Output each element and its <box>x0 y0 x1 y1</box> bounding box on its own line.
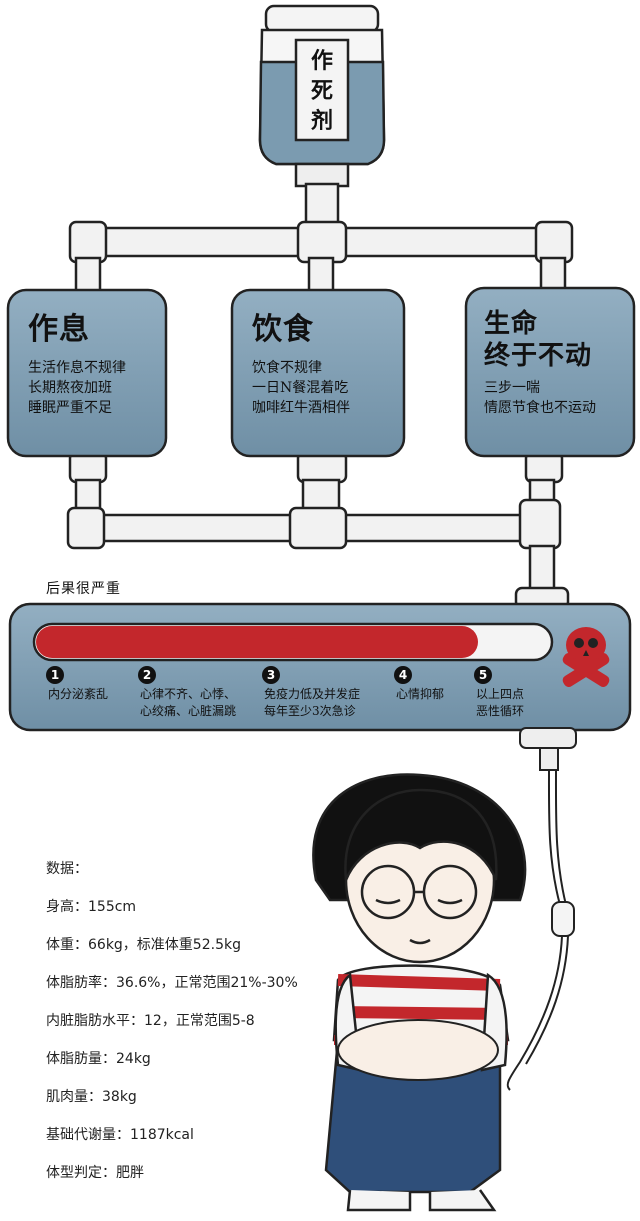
box-exercise: 生命 终于不动 三步一喘 情愿节食也不运动 <box>484 308 596 418</box>
iv-tube <box>506 727 577 1091</box>
box-line: 咖啡红牛酒相伴 <box>252 400 350 416</box>
step-text: 恶性循环 <box>476 704 525 718</box>
stat-line: 数据： <box>46 861 88 877</box>
bottle-char: 死 <box>310 78 333 104</box>
step-number: 1 <box>46 666 64 684</box>
bottle-char: 剂 <box>310 108 333 134</box>
bottle-char: 作 <box>310 48 333 74</box>
stat-line: 基础代谢量：1187kcal <box>46 1127 194 1143</box>
box-line: 睡眠严重不足 <box>28 400 112 416</box>
box-diet: 饮食 饮食不规律 一日N餐混着吃 咖啡红牛酒相伴 <box>252 312 350 418</box>
step-number: 3 <box>262 666 280 684</box>
cause-boxes <box>6 286 636 458</box>
box-line: 一日N餐混着吃 <box>252 380 349 396</box>
stat-line: 体型判定：肥胖 <box>46 1165 144 1181</box>
stat-line: 体脂肪率：36.6%，正常范围21%-30% <box>46 975 298 991</box>
step-text: 以上四点 <box>476 687 525 701</box>
stat-line: 肌肉量：38kg <box>46 1089 137 1105</box>
consequence-label: 后果很严重 <box>46 581 121 597</box>
stat-line: 内脏脂肪水平：12，正常范围5-8 <box>46 1013 255 1029</box>
step-text: 心律不齐、心悸、 <box>140 687 237 701</box>
box-title: 终于不动 <box>484 341 593 371</box>
box-title: 作息 <box>28 312 90 347</box>
step-number: 2 <box>138 666 156 684</box>
step-text: 心绞痛、心脏漏跳 <box>140 704 237 718</box>
step-text: 内分泌紊乱 <box>48 687 109 701</box>
box-line: 生活作息不规律 <box>28 360 126 376</box>
skull-icon <box>562 627 610 687</box>
box-title: 生命 <box>484 309 539 339</box>
step-text: 心情抑郁 <box>396 687 445 701</box>
stat-line: 体脂肪量：24kg <box>46 1051 151 1067</box>
box-line: 情愿节食也不运动 <box>484 400 596 416</box>
box-line: 饮食不规律 <box>252 360 322 376</box>
box-line: 长期熬夜加班 <box>28 380 112 396</box>
bottle-label: 作 死 剂 <box>302 46 342 136</box>
step-number: 5 <box>474 666 492 684</box>
consequence-panel <box>8 602 632 732</box>
bottle <box>258 4 386 188</box>
step-text: 每年至少3次急诊 <box>264 704 356 718</box>
box-sleep: 作息 生活作息不规律 长期熬夜加班 睡眠严重不足 <box>28 312 126 418</box>
pipes <box>66 182 574 610</box>
box-title: 饮食 <box>252 312 314 347</box>
stat-line: 身高：155cm <box>46 899 137 915</box>
box-line: 三步一喘 <box>484 380 540 396</box>
step-number: 4 <box>394 666 412 684</box>
stat-line: 体重：66kg，标准体重52.5kg <box>46 937 241 953</box>
step-text: 免疫力低及并发症 <box>264 687 361 701</box>
girl-figure <box>312 773 527 1212</box>
